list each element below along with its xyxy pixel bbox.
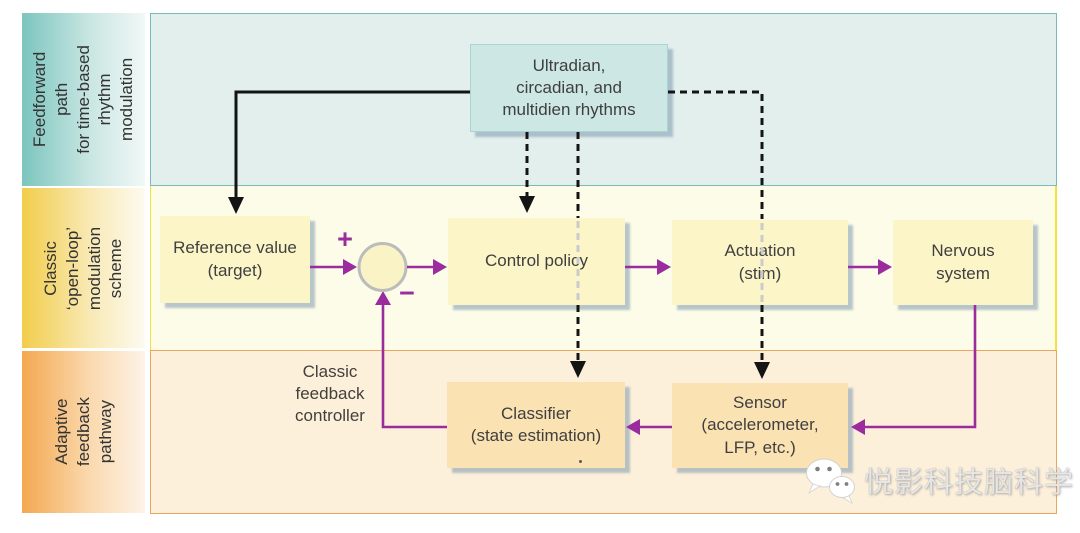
watermark-text: 悦影科技脑科学 [864,467,1075,499]
control-policy-box: Control policy [448,218,625,305]
sensor-box: Sensor (accelerometer, LFP, etc.) [672,383,848,468]
wechat-icon [806,458,855,504]
rhythms-box: Ultradian, circadian, and multidien rhyt… [470,44,668,132]
reference-value-box: Reference value (target) [160,216,310,303]
watermark: 悦影科技脑科学 [804,456,1074,504]
classifier-box: Classifier (state estimation) [447,382,625,468]
band-label-open-loop: Classic ‘open-loop’ modulation scheme [22,188,145,348]
band-label-adaptive: Adaptive feedback pathway [22,351,145,513]
stray-dot [579,460,582,463]
summing-minus-sign: − [399,278,415,308]
nervous-system-box: Nervous system [893,220,1033,305]
feedback-controller-label: Classic feedback controller [295,362,365,426]
band-label-feedforward: Feedforward path for time-based rhythm m… [22,13,145,186]
band-label-feedforward-text: Feedforward path for time-based rhythm m… [30,45,137,154]
summing-plus-sign: + [337,224,353,254]
actuation-box: Actuation (stim) [672,220,848,305]
band-label-adaptive-text: Adaptive feedback pathway [51,397,115,467]
band-label-open-loop-text: Classic ‘open-loop’ modulation scheme [41,226,126,310]
